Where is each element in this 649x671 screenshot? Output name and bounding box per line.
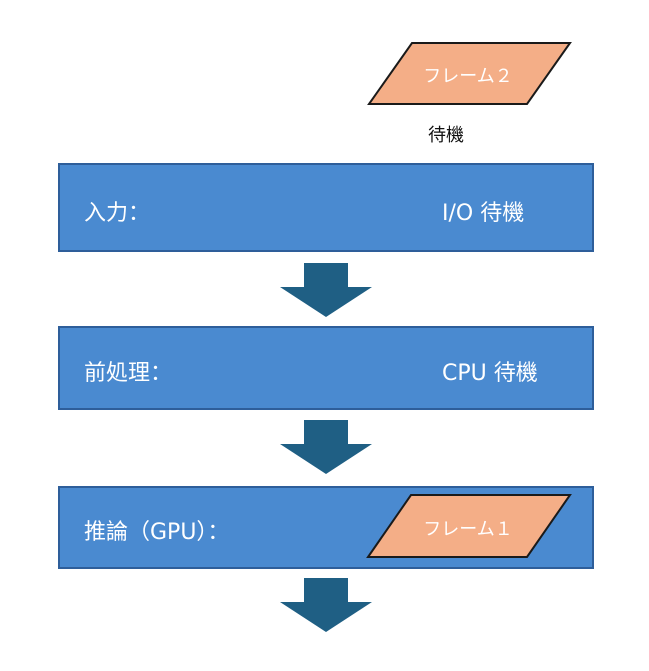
inference-frame-label: フレーム１ — [423, 519, 513, 540]
down-arrow-1 — [280, 263, 372, 317]
stage-input-label: 入力： — [84, 201, 151, 226]
stage-input: 入力： I/O 待機 — [58, 163, 594, 252]
down-arrow-3 — [280, 578, 372, 632]
down-arrow-2 — [280, 420, 372, 474]
waiting-frame-shape — [367, 42, 572, 105]
stage-inference-label: 推論（GPU）： — [84, 520, 230, 545]
stage-input-status: I/O 待機 — [442, 201, 525, 226]
stage-preprocess-status: CPU 待機 — [442, 361, 538, 386]
waiting-caption: 待機 — [428, 125, 464, 146]
stage-preprocess: 前処理： CPU 待機 — [58, 326, 594, 410]
stage-preprocess-label: 前処理： — [84, 361, 173, 386]
waiting-frame-label: フレーム２ — [423, 66, 513, 87]
